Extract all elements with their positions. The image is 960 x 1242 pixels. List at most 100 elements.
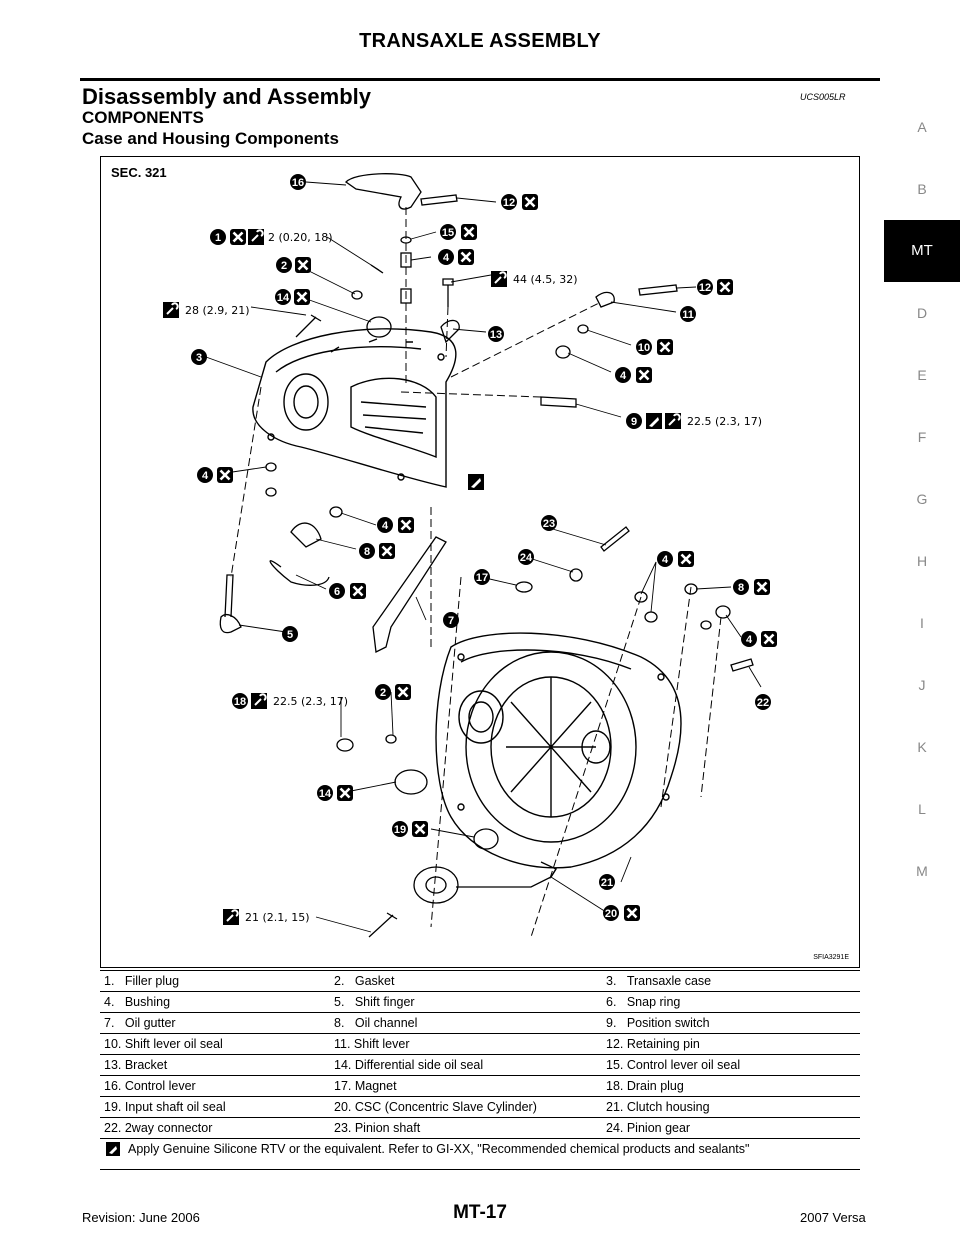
callout-22: 22: [755, 694, 771, 710]
legend-item: 20. CSC (Concentric Slave Cylinder): [330, 1096, 602, 1118]
svg-text:12: 12: [503, 197, 515, 209]
svg-text:19: 19: [394, 824, 406, 836]
callout-21: 21: [599, 874, 615, 890]
callout-12: 12: [501, 194, 517, 210]
svg-text:4: 4: [202, 470, 209, 482]
svg-text:4: 4: [382, 520, 389, 532]
callout-20: 20: [603, 905, 619, 921]
legend-item: 23. Pinion shaft: [330, 1117, 602, 1139]
legend-item: 2. Gasket: [330, 970, 602, 992]
legend-item: 18. Drain plug: [602, 1075, 860, 1097]
index-tab-d[interactable]: D: [916, 305, 928, 321]
index-tab-f[interactable]: F: [917, 429, 927, 445]
legend-item: 13. Bracket: [100, 1054, 330, 1076]
svg-text:12: 12: [699, 282, 711, 294]
svg-text:4: 4: [662, 554, 669, 566]
callout-18: 18: [232, 693, 248, 709]
svg-text:3: 3: [196, 352, 202, 364]
leader-lines: [205, 181, 762, 933]
legend-item: 19. Input shaft oil seal: [100, 1096, 330, 1118]
callout-2b: 2: [375, 684, 391, 700]
svg-text:2: 2: [380, 687, 386, 699]
svg-text:15: 15: [442, 227, 454, 239]
torque-5: 22.5 (2.3, 17): [273, 695, 348, 708]
index-tab-h[interactable]: H: [916, 553, 928, 569]
svg-text:4: 4: [443, 252, 450, 264]
svg-text:5: 5: [287, 629, 293, 641]
legend-item: 22. 2way connector: [100, 1117, 330, 1139]
callout-13: 13: [488, 326, 504, 342]
footer-revision: Revision: June 2006: [82, 1210, 200, 1225]
index-tab-k[interactable]: K: [917, 739, 927, 755]
legend-item: 5. Shift finger: [330, 991, 602, 1013]
index-tab-e[interactable]: E: [917, 367, 927, 383]
svg-text:4: 4: [746, 634, 753, 646]
index-tab-b[interactable]: B: [917, 181, 927, 197]
callout-4f: 4: [741, 631, 757, 647]
legend-note: Apply Genuine Silicone RTV or the equiva…: [100, 1138, 860, 1170]
legend-item: 17. Magnet: [330, 1075, 602, 1097]
torque-1: 2 (0.20, 18): [268, 231, 333, 244]
callout-10: 10: [636, 339, 652, 355]
legend-item: 8. Oil channel: [330, 1012, 602, 1034]
legend-item: 24. Pinion gear: [602, 1117, 860, 1139]
callout-14: 14: [275, 289, 291, 305]
torque-4: 22.5 (2.3, 17): [687, 415, 762, 428]
callout-1: 1: [210, 229, 226, 245]
legend-item: 11. Shift lever: [330, 1033, 602, 1055]
svg-text:18: 18: [234, 696, 246, 708]
callout-8b: 8: [733, 579, 749, 595]
svg-text:22: 22: [757, 697, 769, 709]
callout-5: 5: [282, 626, 298, 642]
callout-12b: 12: [697, 279, 713, 295]
footer-page-number: MT-17: [453, 1202, 507, 1223]
index-tab-mt[interactable]: MT: [884, 220, 960, 282]
index-tab-i[interactable]: I: [920, 615, 924, 631]
svg-text:11: 11: [682, 309, 694, 321]
index-tab-j[interactable]: J: [918, 677, 926, 693]
svg-text:14: 14: [319, 788, 332, 800]
svg-text:20: 20: [605, 908, 617, 920]
legend-note-row: Apply Genuine Silicone RTV or the equiva…: [100, 1138, 860, 1170]
torque-2: 44 (4.5, 32): [513, 273, 578, 286]
callout-7: 7: [443, 612, 459, 628]
callout-17: 17: [474, 569, 490, 585]
exploded-diagram: SEC. 321 SFIA3291E: [100, 156, 860, 968]
svg-text:23: 23: [543, 518, 555, 530]
footer-model: 2007 Versa: [800, 1210, 866, 1225]
callout-4d: 4: [377, 517, 393, 533]
index-tab-m[interactable]: M: [916, 863, 928, 879]
sec-label: SEC. 321: [111, 165, 167, 180]
legend-item: 16. Control lever: [100, 1075, 330, 1097]
callout-group: 16 12 1 2 (0.20, 18) 15 2 4 44 (4.5, 32)…: [162, 174, 779, 926]
assembly-lines: [230, 207, 722, 938]
legend-item: 6. Snap ring: [602, 991, 860, 1013]
sealant-icon: [106, 1142, 120, 1156]
section-code: UCS005LR: [800, 92, 846, 102]
svg-text:14: 14: [277, 292, 290, 304]
side-index: A B MT D E F G H I J K L M: [884, 96, 960, 902]
index-tab-a[interactable]: A: [917, 119, 927, 135]
svg-text:1: 1: [215, 232, 221, 244]
section-title: Disassembly and Assembly: [82, 84, 371, 109]
svg-text:8: 8: [364, 546, 370, 558]
callout-4c: 4: [197, 467, 213, 483]
callout-4e: 4: [657, 551, 673, 567]
callout-9: 9: [626, 413, 642, 429]
callout-6: 6: [329, 583, 345, 599]
legend-item: 21. Clutch housing: [602, 1096, 860, 1118]
torque-6: 21 (2.1, 15): [245, 911, 310, 924]
svg-text:9: 9: [631, 416, 637, 428]
index-tab-l[interactable]: L: [918, 801, 926, 817]
index-tab-g[interactable]: G: [916, 491, 928, 507]
legend-item: 7. Oil gutter: [100, 1012, 330, 1034]
page-header-title: TRANSAXLE ASSEMBLY: [359, 30, 601, 52]
legend-item: 12. Retaining pin: [602, 1033, 860, 1055]
